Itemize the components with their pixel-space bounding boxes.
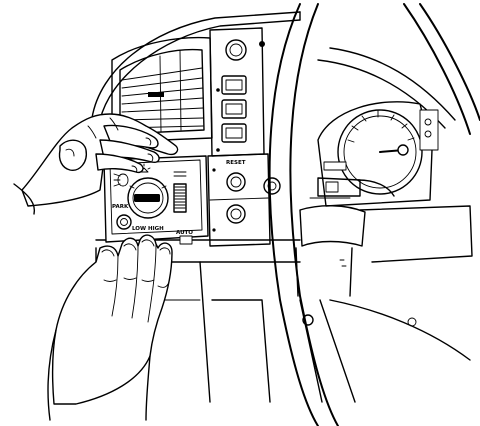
fog-lamp-button[interactable] <box>116 214 132 230</box>
park-label: PARK <box>112 204 129 210</box>
headlamp-switch-panel: PARK LOW HIGH AUTO <box>103 155 209 245</box>
low-high-label: LOW HIGH <box>132 226 164 232</box>
auto-label: AUTO <box>176 230 193 236</box>
reset-label: RESET <box>226 160 246 166</box>
lower-right-hand <box>47 234 173 421</box>
headlamp-icon <box>113 173 129 187</box>
steering-wheel <box>268 3 480 426</box>
air-vent <box>111 36 213 143</box>
headlamp-rotary-knob[interactable] <box>127 177 169 219</box>
dimmer-thumbwheel-icon[interactable] <box>173 183 187 213</box>
upper-left-hand <box>13 113 179 215</box>
instrument-cluster <box>317 101 439 207</box>
switch-column <box>209 27 265 157</box>
reset-switch-panel: RESET <box>207 153 281 247</box>
parking-lamp-icon <box>173 171 187 177</box>
